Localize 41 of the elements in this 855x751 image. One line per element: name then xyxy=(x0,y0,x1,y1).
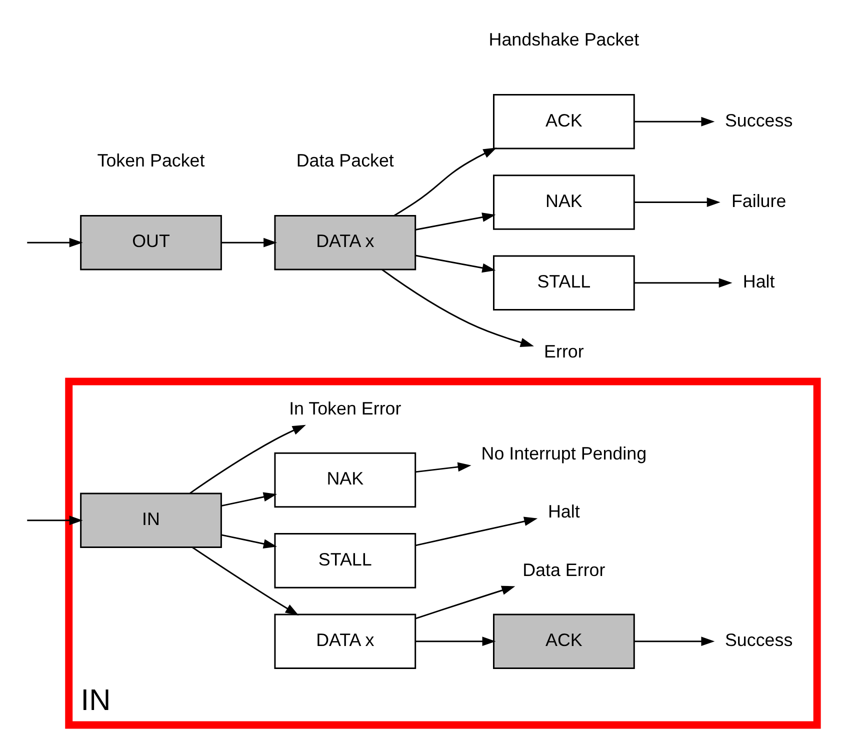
arrow xyxy=(415,212,496,230)
arrow xyxy=(634,116,715,126)
node-text: Error xyxy=(544,342,584,362)
arrow xyxy=(634,636,715,646)
arrow xyxy=(382,269,534,348)
node-text: Success xyxy=(724,110,793,130)
node-box: STALL xyxy=(274,533,416,588)
arrow xyxy=(190,424,306,494)
arrow xyxy=(634,198,720,207)
arrow xyxy=(221,492,277,507)
node-box: STALL xyxy=(493,255,635,311)
arrow xyxy=(222,238,278,248)
node-text: Halt xyxy=(548,502,580,522)
node-text: Success xyxy=(724,630,793,650)
arrow xyxy=(221,534,277,548)
node-box: IN xyxy=(80,492,222,548)
arrow xyxy=(416,586,516,620)
label: Handshake Packet xyxy=(488,30,640,50)
arrow xyxy=(416,636,496,646)
node-box: ACK xyxy=(493,94,635,150)
node-text: Data Error xyxy=(522,560,606,580)
node-box: NAK xyxy=(493,174,635,230)
node-box: DATA x xyxy=(274,214,416,270)
arrow xyxy=(634,278,732,288)
arrow xyxy=(415,254,496,273)
node-text: Halt xyxy=(742,272,775,292)
arrow xyxy=(192,546,299,616)
node-text: In Token Error xyxy=(289,398,402,418)
arrow xyxy=(415,462,472,473)
node-box: DATA x xyxy=(274,614,416,669)
node-text: Failure xyxy=(731,190,786,211)
arrow xyxy=(27,238,83,248)
node-box: ACK xyxy=(493,614,635,669)
node-box: OUT xyxy=(80,214,222,270)
arrow xyxy=(394,148,497,216)
node-text: No Interrupt Pending xyxy=(481,443,647,464)
label: Data Packet xyxy=(296,150,394,171)
arrow xyxy=(415,516,538,546)
node-box: NAK xyxy=(274,452,416,508)
arrow xyxy=(27,516,83,526)
label: Token Packet xyxy=(97,150,205,171)
